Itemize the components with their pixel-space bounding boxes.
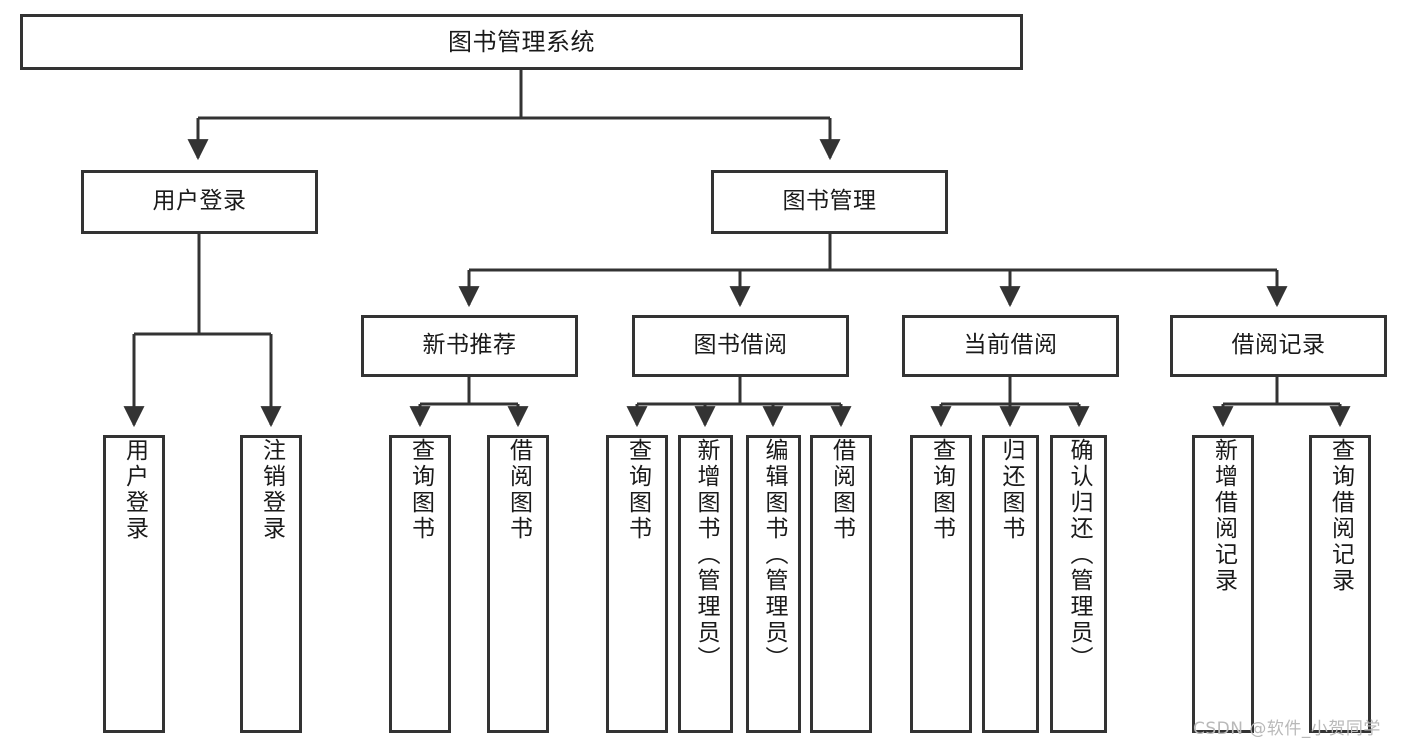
node-user-login[interactable]: 用户登录 (81, 170, 318, 234)
leaf-recommend-borrow-book[interactable]: 借阅图书 (487, 435, 549, 733)
node-label: 图书管理系统 (448, 27, 595, 56)
leaf-borrow-borrow-book[interactable]: 借阅图书 (810, 435, 872, 733)
node-label: 归还图书 (998, 438, 1024, 542)
node-book-management[interactable]: 图书管理 (711, 170, 948, 234)
leaf-borrow-add-book-admin[interactable]: 新增图书（管理员） (678, 435, 733, 733)
node-label: 注销登录 (258, 438, 285, 542)
node-label: 查询图书 (928, 438, 955, 542)
node-label: 借阅记录 (1231, 332, 1326, 359)
leaf-current-return-book[interactable]: 归还图书 (982, 435, 1039, 733)
node-label: 借阅图书 (828, 438, 855, 542)
leaf-borrow-edit-book-admin[interactable]: 编辑图书（管理员） (746, 435, 801, 733)
node-label: 当前借阅 (963, 332, 1058, 359)
node-label: 新增图书（管理员） (693, 438, 719, 672)
node-label: 查询图书 (624, 438, 651, 542)
csdn-watermark: CSDN @软件_小贺同学 (1193, 719, 1381, 739)
leaf-record-query-record[interactable]: 查询借阅记录 (1309, 435, 1371, 733)
node-new-book-recommend[interactable]: 新书推荐 (361, 315, 578, 377)
node-label: 新增借阅记录 (1210, 438, 1237, 594)
node-root-system[interactable]: 图书管理系统 (20, 14, 1023, 70)
node-label: 查询图书 (407, 438, 434, 542)
leaf-record-add-record[interactable]: 新增借阅记录 (1192, 435, 1254, 733)
leaf-user-login[interactable]: 用户登录 (103, 435, 165, 733)
node-borrow-record[interactable]: 借阅记录 (1170, 315, 1387, 377)
node-label: 图书借阅 (693, 332, 788, 359)
node-label: 图书管理 (782, 188, 877, 215)
leaf-current-query-book[interactable]: 查询图书 (910, 435, 972, 733)
node-label: 用户登录 (152, 188, 247, 215)
leaf-user-logout[interactable]: 注销登录 (240, 435, 302, 733)
node-current-borrow[interactable]: 当前借阅 (902, 315, 1119, 377)
leaf-recommend-query-book[interactable]: 查询图书 (389, 435, 451, 733)
leaf-current-confirm-return-admin[interactable]: 确认归还（管理员） (1050, 435, 1107, 733)
node-label: 确认归还（管理员） (1066, 438, 1092, 672)
node-label: 用户登录 (121, 438, 148, 542)
node-label: 查询借阅记录 (1327, 438, 1354, 594)
node-label: 新书推荐 (422, 332, 517, 359)
leaf-borrow-query-book[interactable]: 查询图书 (606, 435, 668, 733)
node-book-borrow[interactable]: 图书借阅 (632, 315, 849, 377)
node-label: 编辑图书（管理员） (761, 438, 787, 672)
node-label: 借阅图书 (505, 438, 532, 542)
